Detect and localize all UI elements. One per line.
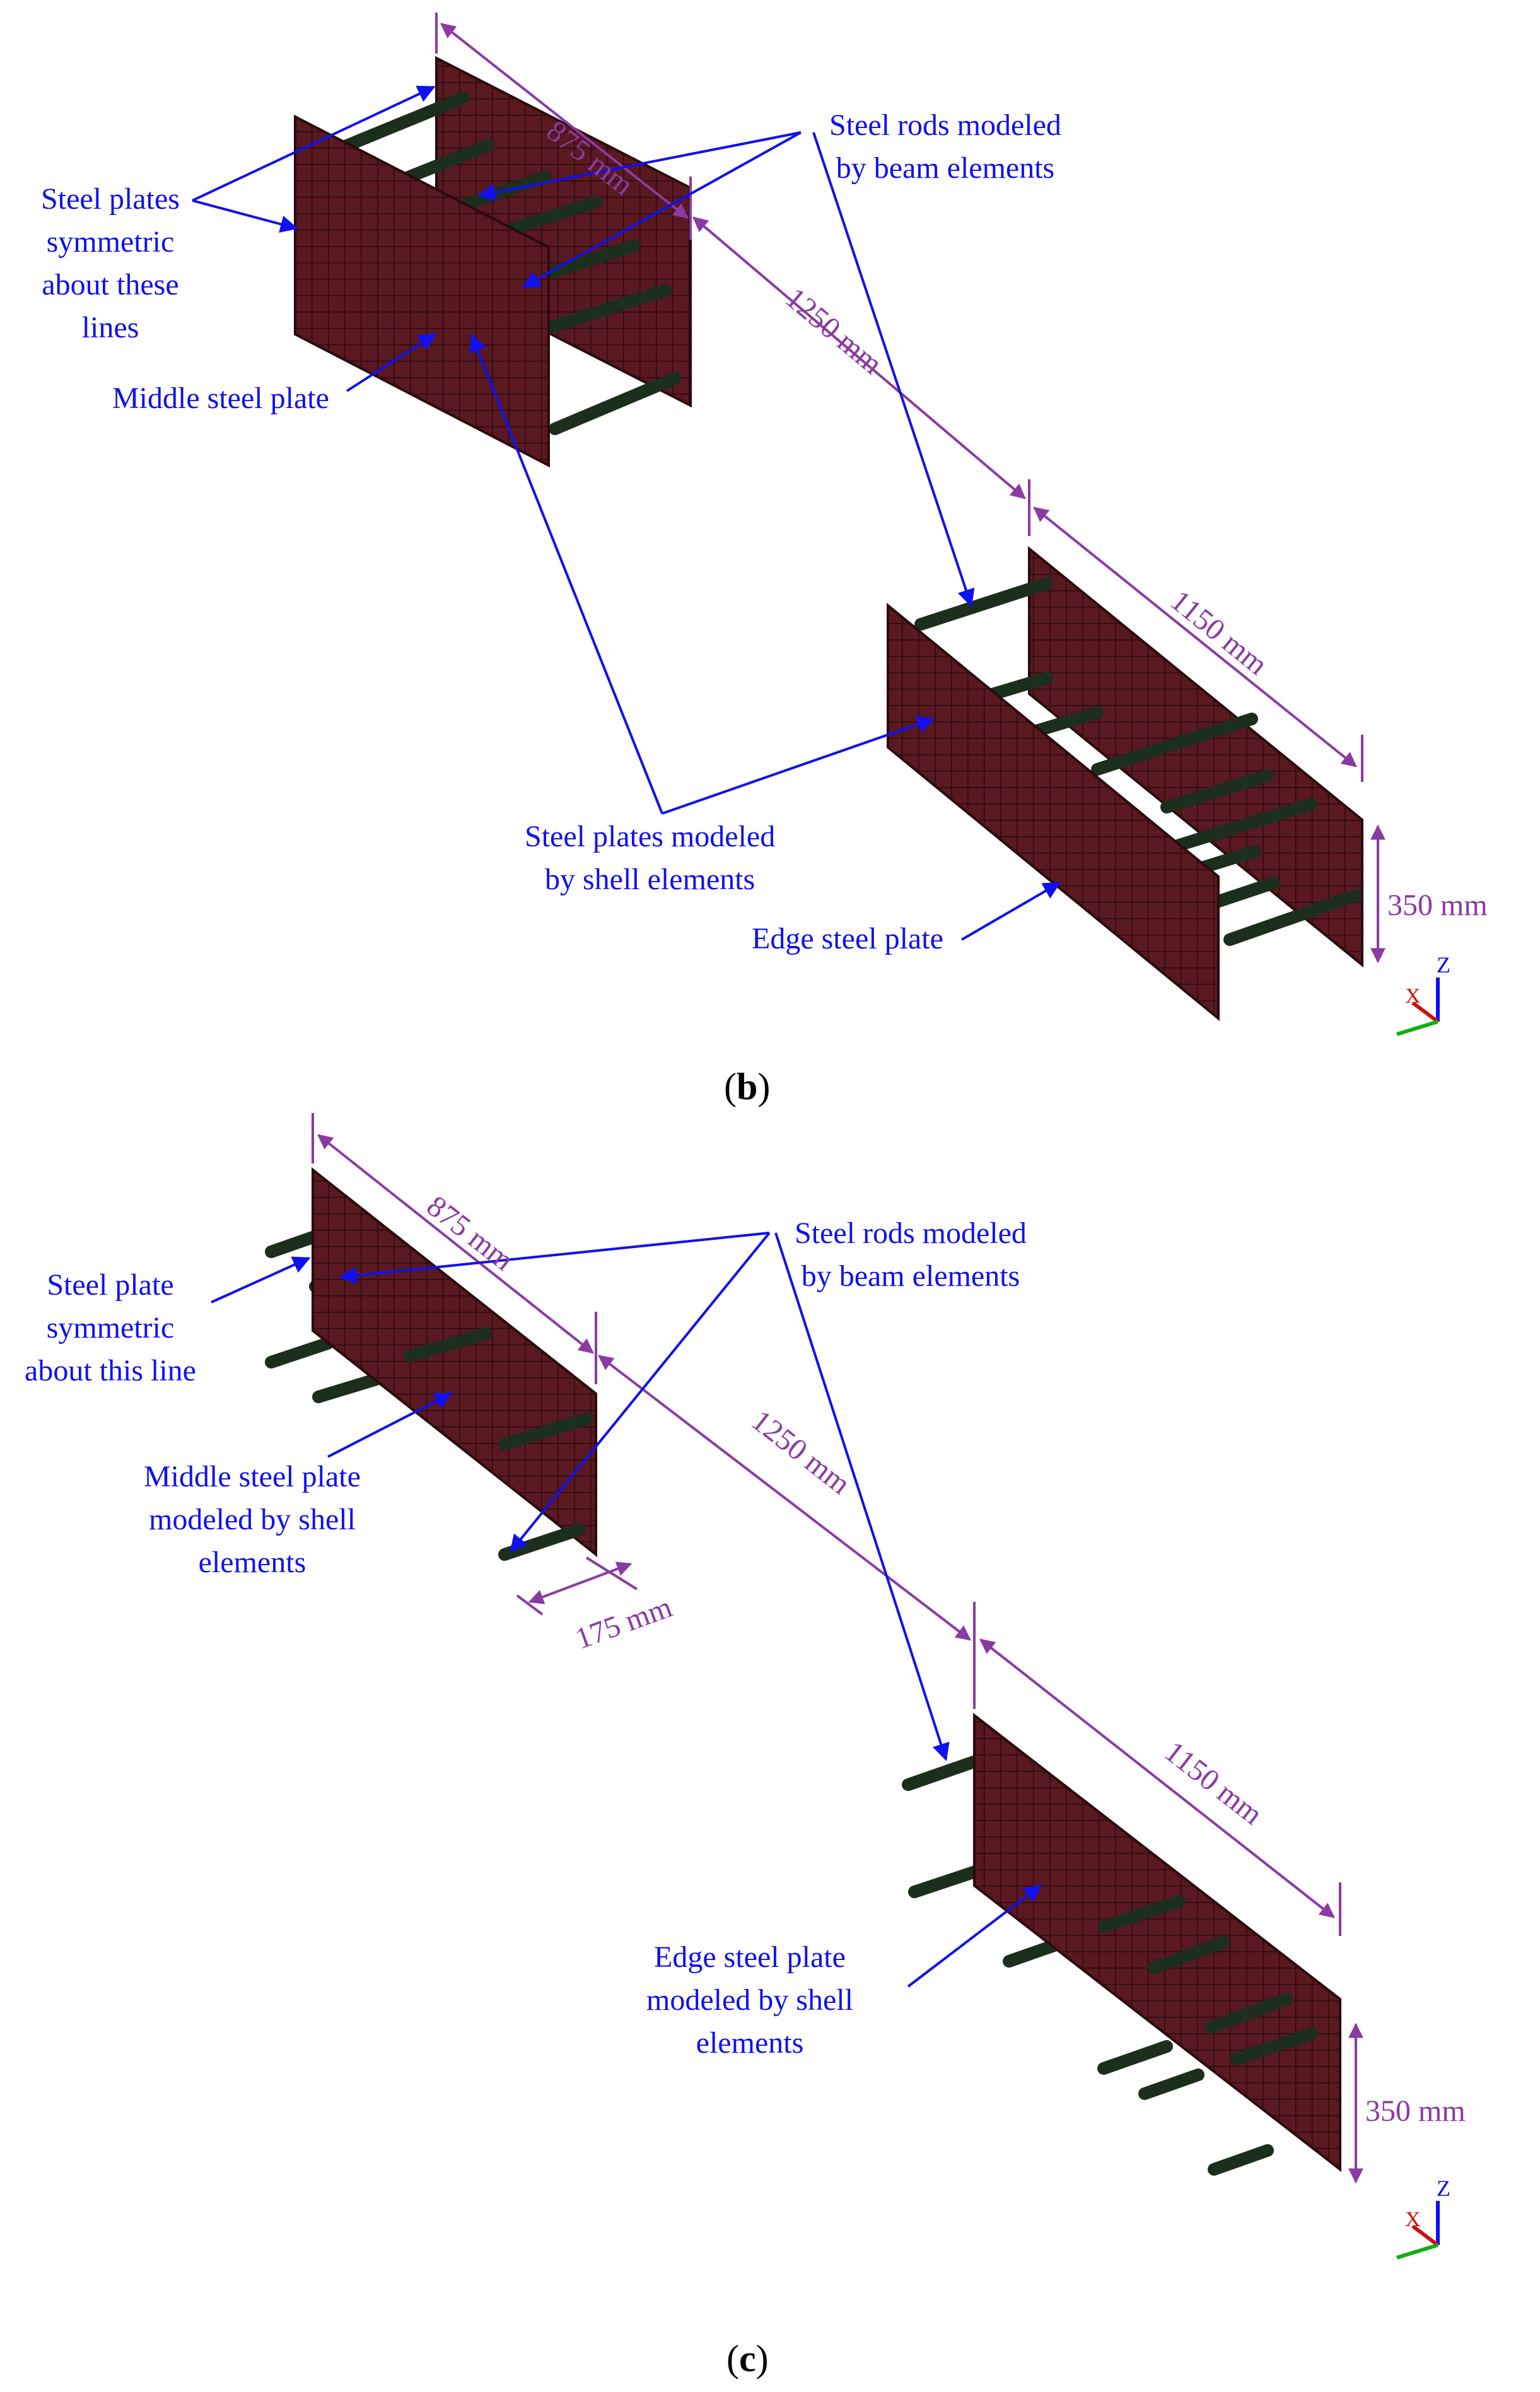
caption-c-letter: c <box>738 2338 756 2379</box>
panel-b-leaders <box>192 86 1061 941</box>
label-steel-plates-shell: Steel plates modeled by shell elements <box>525 820 776 896</box>
label-middle-steel-plate-shell: Middle steel plate modeled by shell elem… <box>144 1460 361 1579</box>
edge-plate-c <box>973 1712 1341 2173</box>
label-steel-plates-symmetric: Steel plates symmetric about these lines <box>41 182 180 344</box>
caption-c: (c) <box>726 2338 769 2379</box>
label-middle-steel-plate: Middle steel plate <box>112 382 329 415</box>
label-steel-rods-beam-c: Steel rods modeled by beam elements <box>795 1216 1027 1293</box>
edge-rods-c-back <box>902 1753 1274 2176</box>
panel-c-dimension-lines <box>312 1113 1363 2184</box>
caption-b-letter: b <box>736 1066 758 1107</box>
axis-z-label-b: Z <box>1437 952 1450 977</box>
label-edge-steel-plate: Edge steel plate <box>752 922 943 955</box>
label-edge-steel-plate-shell: Edge steel plate modeled by shell elemen… <box>646 1940 853 2060</box>
edge-front-plate <box>887 602 1220 1022</box>
dim-350-b: 350 mm <box>1387 889 1488 922</box>
dim-350-c: 350 mm <box>1365 2094 1466 2128</box>
panel-b-model <box>294 55 1363 1022</box>
label-steel-plate-symmetric: Steel plate symmetric about this line <box>25 1268 196 1387</box>
caption-b: (b) <box>724 1066 771 1107</box>
label-steel-rods-beam: Steel rods modeled by beam elements <box>829 108 1061 185</box>
panel-c-leaders <box>211 1232 1042 1988</box>
axis-triad-b <box>1396 977 1440 1036</box>
axis-triad-c <box>1396 2201 1440 2260</box>
axis-x-label-c: X <box>1405 2208 1421 2231</box>
axis-z-label-c: Z <box>1437 2176 1450 2201</box>
panel-b-dimension-lines <box>435 13 1385 964</box>
axis-x-label-b: X <box>1405 984 1421 1008</box>
